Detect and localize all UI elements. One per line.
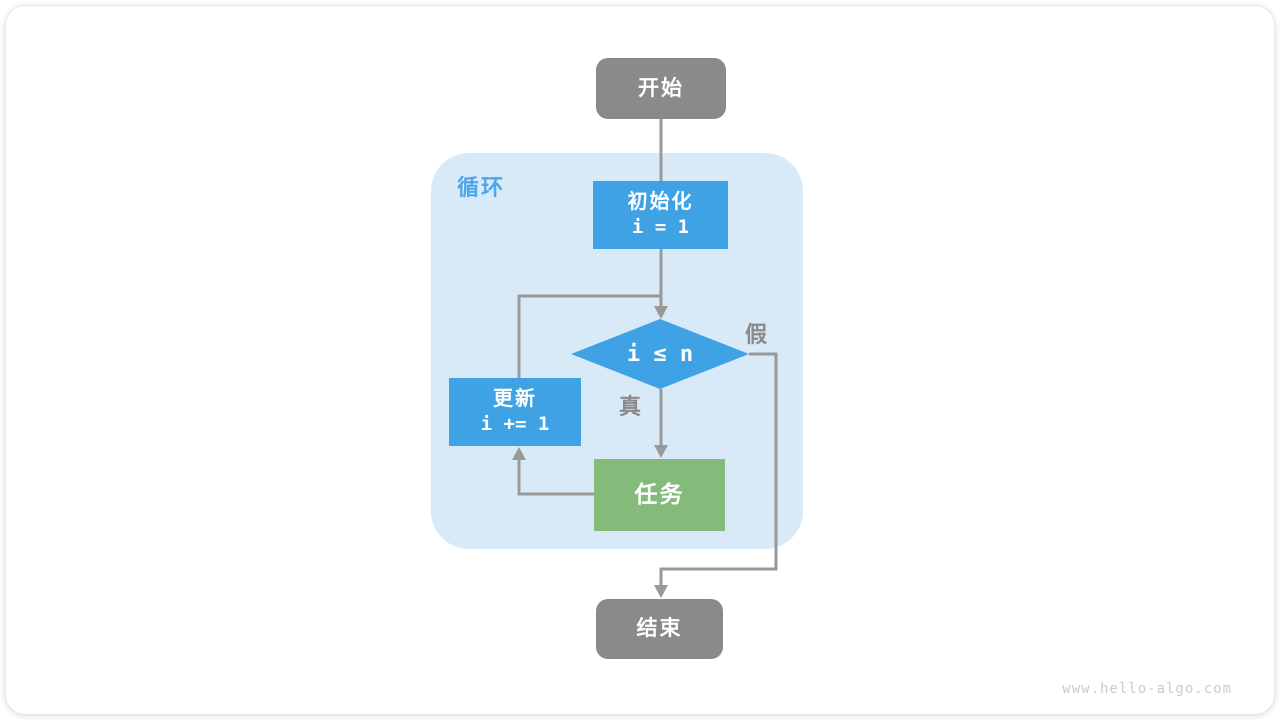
diagram-card: 循环 开始 初始化 i = 1 xyxy=(5,5,1275,715)
loop-region-label: 循环 xyxy=(457,175,506,200)
arrowhead-into-condition xyxy=(654,306,668,319)
connector-edges xyxy=(512,119,778,598)
arrowhead-into-end xyxy=(654,585,668,598)
node-condition: i ≤ n xyxy=(571,319,749,389)
node-task-label: 任务 xyxy=(634,481,685,508)
edge-task-to-update xyxy=(517,459,594,496)
node-update-code: i += 1 xyxy=(480,413,550,436)
branch-true-label: 真 xyxy=(619,394,643,419)
node-update-title: 更新 xyxy=(493,388,537,411)
edge-update-to-junction xyxy=(517,294,661,378)
node-condition-expr: i ≤ n xyxy=(626,341,694,367)
node-start: 开始 xyxy=(596,58,726,119)
watermark-text: www.hello-algo.com xyxy=(1062,681,1232,697)
node-init: 初始化 i = 1 xyxy=(593,181,728,249)
node-end-label: 结束 xyxy=(636,617,683,641)
node-task: 任务 xyxy=(594,459,725,531)
arrowhead-into-task xyxy=(654,445,668,458)
node-init-code: i = 1 xyxy=(631,216,690,239)
diamond-shape xyxy=(571,319,749,389)
node-end: 结束 xyxy=(596,599,723,659)
node-start-label: 开始 xyxy=(638,76,684,100)
edge-condition-to-end xyxy=(659,352,778,586)
branch-false-label: 假 xyxy=(745,322,769,347)
arrowhead-into-update xyxy=(512,447,526,460)
node-update: 更新 i += 1 xyxy=(449,378,581,446)
node-init-title: 初始化 xyxy=(627,191,694,214)
